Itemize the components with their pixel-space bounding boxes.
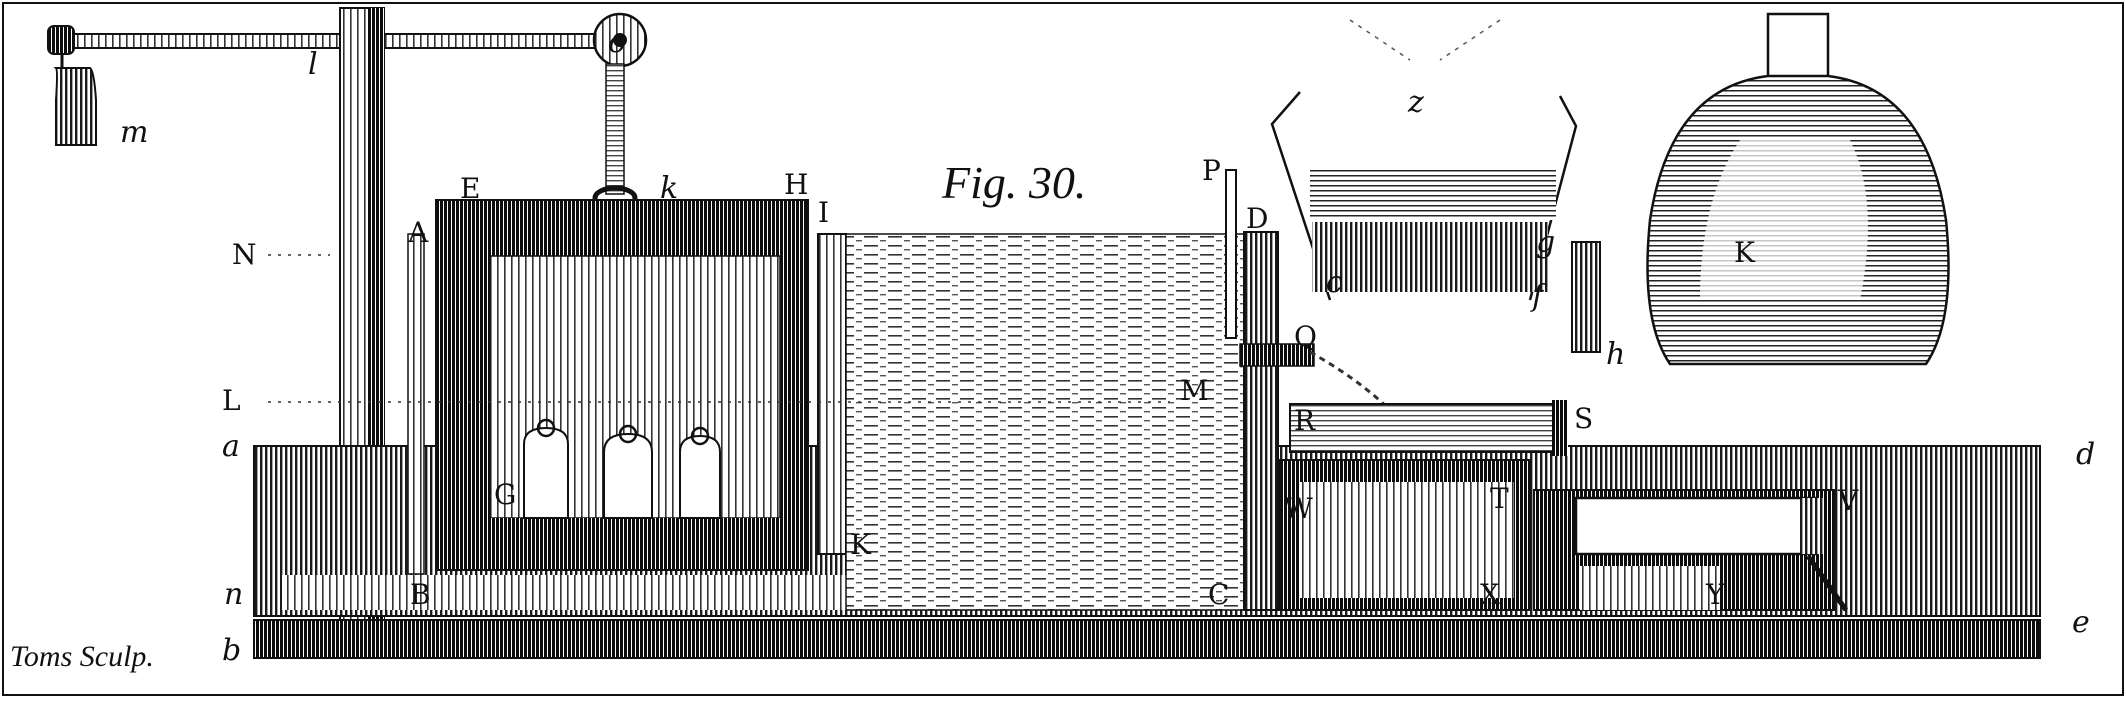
lever-end-cap <box>47 25 75 55</box>
label-b: b <box>222 633 241 668</box>
cylinder-V <box>1574 496 1818 556</box>
label-h: h <box>1606 337 1625 372</box>
gauge-tube-IK <box>817 233 847 555</box>
label-R: R <box>1294 404 1316 437</box>
cistern-wall-D <box>1243 231 1279 611</box>
label-c: c <box>1326 265 1343 300</box>
label-S: S <box>1574 402 1593 435</box>
bell-g1-handle <box>536 418 556 438</box>
label-z: z <box>1407 85 1424 120</box>
label-K-tube: K <box>850 528 872 561</box>
funnel-z <box>1270 19 1601 353</box>
water-cistern <box>817 169 1394 611</box>
side-block-gh <box>1571 241 1601 353</box>
label-G: G <box>494 478 516 511</box>
funnel-top-edge <box>1349 19 1501 61</box>
flask-neck <box>1766 12 1830 80</box>
label-P: P <box>1202 154 1221 187</box>
label-m: m <box>120 115 148 150</box>
plate-labels: Fig. 30. Toms Sculp. m o l k E H I P D N… <box>10 25 2095 673</box>
label-D: D <box>1246 202 1268 235</box>
label-C: C <box>1208 578 1229 611</box>
plate-border <box>2 2 2124 696</box>
label-e: e <box>2072 605 2090 640</box>
bell-g1 <box>523 426 569 519</box>
bell-g2 <box>603 432 653 519</box>
bell-g3-handle <box>690 426 710 446</box>
label-d: d <box>2076 437 2095 472</box>
engraver-signature: Toms Sculp. <box>10 640 154 673</box>
label-l: l <box>308 47 318 82</box>
cylinder-cap <box>1800 498 1824 554</box>
cistern-water <box>845 233 1245 611</box>
label-k: k <box>660 171 678 206</box>
label-Y: Y <box>1705 578 1725 611</box>
label-I: I <box>818 196 829 229</box>
pulley-axle <box>613 33 627 47</box>
label-Q: Q <box>1294 320 1317 353</box>
label-H: H <box>784 168 808 201</box>
tray-R <box>1289 403 1563 453</box>
label-o: o <box>608 25 626 60</box>
label-M: M <box>1180 374 1209 407</box>
funnel-left-wall <box>1270 91 1332 301</box>
label-A: A <box>407 216 429 249</box>
post-S <box>1552 400 1568 456</box>
chest-W-inner <box>1300 482 1514 598</box>
label-g: g <box>1536 225 1555 260</box>
label-n: n <box>224 577 243 612</box>
gauge-rod-P <box>1225 169 1237 339</box>
label-a: a <box>222 429 240 464</box>
figure-title: Fig. 30. <box>941 157 1086 208</box>
vessel-inner-bottom <box>476 518 796 558</box>
counterweight-m <box>53 67 97 146</box>
lever-arm-V <box>1805 554 1849 612</box>
flask-highlight <box>1700 140 1868 300</box>
label-W: W <box>1284 492 1313 525</box>
lower-chests <box>1279 400 1849 612</box>
trough-floor <box>253 619 2041 659</box>
label-T: T <box>1490 482 1509 515</box>
bell-g3 <box>679 434 721 519</box>
flask-K <box>1646 12 1950 366</box>
label-L: L <box>222 384 241 417</box>
vessel-left-rod <box>407 233 425 575</box>
label-K-flask: K <box>1734 236 1756 269</box>
label-V: V <box>1837 484 1859 517</box>
bell-g2-handle <box>618 424 638 444</box>
label-X: X <box>1480 578 1500 611</box>
label-B: B <box>410 578 431 611</box>
suspension-rope <box>605 63 625 195</box>
label-E: E <box>460 172 480 205</box>
funnel-sieve <box>1312 222 1548 292</box>
block-Y <box>1580 566 1720 610</box>
diving-vessel <box>407 199 809 575</box>
label-N: N <box>232 238 257 271</box>
funnel-liquid <box>1310 170 1556 220</box>
